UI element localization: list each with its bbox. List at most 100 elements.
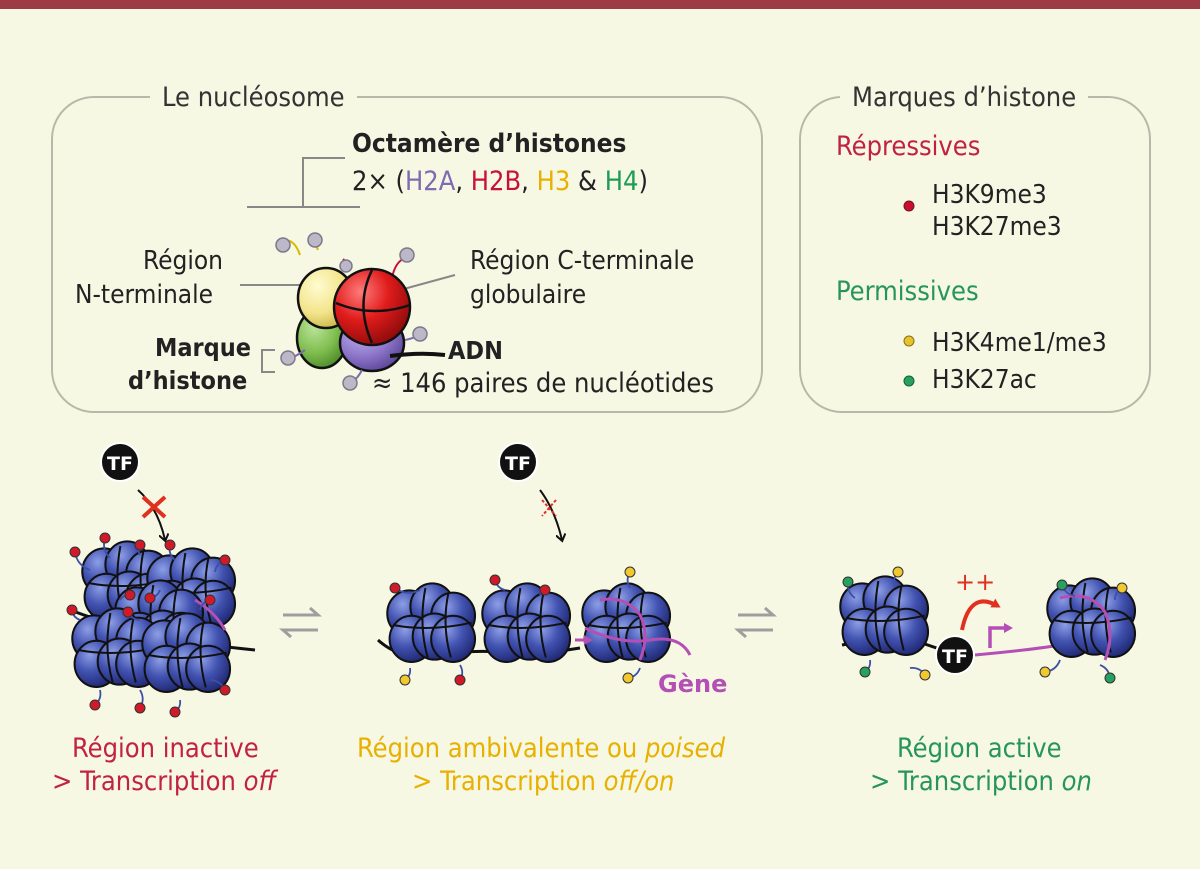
repressive-mark-dot [903,200,915,212]
repressive-mark-inactive-10 [124,589,136,601]
ampersand: & [570,166,605,197]
gene-label: Gène [658,670,727,698]
tf-badge-poised: TF [498,442,538,482]
permissive-mark-dot-green [903,375,915,387]
octamer-composition: 2× (H2A, H2B, H3 & H4) [352,168,648,195]
c-terminal-label-line1: Région C-terminale [470,246,695,276]
repressive-mark-poised-2 [489,574,501,586]
n-terminal-label-line2: N-terminale [75,280,213,310]
permissive-mark-active-4 [1056,579,1068,591]
repressive-mark-inactive-9 [219,684,231,696]
octamer-title: Octamère d’histones [352,129,627,159]
poised-status-prefix: > Transcription [412,766,604,797]
gene-path-poised [584,626,692,656]
permissive-mark-active-7 [1104,672,1116,684]
active-region-status: > Transcription on [870,768,1092,795]
comma-1: , [455,166,471,197]
permissive-title: Permissives [836,276,979,307]
histone-mark-label-line2: d’histone [128,366,248,395]
top-frame-bar [0,0,1200,9]
plus-plus-label: ++ [955,568,995,596]
poised-region-title: Région ambivalente ou poised [357,735,725,762]
repressive-mark-2: H3K27me3 [932,212,1062,242]
histone-mark-label-line1: Marque [155,333,252,362]
transcription-start-arrow [988,623,1013,648]
dna-length-label: ≈ 146 paires de nucléotides [372,368,714,399]
blocked-cross-inactive [141,495,167,519]
repressive-mark-inactive-5 [66,604,78,616]
permissive-mark-1: H3K4me1/me3 [932,328,1107,358]
permissive-mark-active-6 [1039,666,1051,678]
inactive-region-title: Région inactive [72,733,259,764]
poised-status-value: off/on [603,766,675,797]
permissive-mark-poised-1 [624,566,636,578]
permissive-mark-active-2 [859,666,871,678]
equilibrium-arrow-1 [279,606,322,639]
repressive-mark-inactive-0 [69,546,81,558]
repressive-mark-poised-3 [539,584,551,596]
repressive-mark-inactive-1 [99,532,111,544]
nucleosome-poised-2 [581,582,672,663]
close-paren: ) [638,166,648,197]
repressive-mark-inactive-11 [144,592,156,604]
c-terminal-label-line2: globulaire [470,280,587,310]
permissive-mark-poised-2 [622,672,634,684]
permissive-mark-dot-yellow [903,335,915,347]
nucleosome-poised-0 [386,582,477,663]
repressive-mark-inactive-7 [134,702,146,714]
active-status-value: on [1061,766,1092,797]
poised-region-scene [376,566,692,686]
permissive-mark-active-0 [842,576,854,588]
mark-bracket [261,349,275,373]
comma-2: , [521,166,537,197]
repressive-mark-inactive-4 [219,554,231,566]
repressive-mark-inactive-6 [89,699,101,711]
octamer-prefix: 2× ( [352,166,405,197]
poised-title-italic: poised [644,733,726,764]
repressive-mark-1: H3K9me3 [932,180,1047,210]
repressive-mark-inactive-3 [164,539,176,551]
gene-path-active [974,643,1061,657]
svg-text:TF: TF [942,646,968,668]
nucleosome-detail [275,232,446,391]
tf-arrow-inactive [137,489,165,540]
repressive-mark-inactive-8 [169,706,181,718]
permissive-mark-active-1 [892,566,904,578]
repressive-mark-poised-1 [454,674,466,686]
octamer-bracket [247,157,360,208]
equilibrium-arrow-2 [734,606,777,639]
repressive-title: Répressives [836,131,981,162]
permissive-mark-active-5 [1116,582,1128,594]
repressive-mark-inactive-13 [122,606,134,618]
nucleosome-panel-title: Le nucléosome [150,84,357,111]
poised-title-prefix: Région ambivalente ou [357,733,645,764]
svg-text:TF: TF [107,453,133,475]
dna-label: ADN [448,336,503,365]
blocked-cross-poised [541,499,557,517]
tf-badge-inactive: TF [100,442,140,482]
h3-label: H3 [536,166,571,197]
h2a-label: H2A [405,166,456,197]
inactive-status-prefix: > Transcription [52,766,244,797]
active-region-scene [839,566,1137,684]
permissive-mark-poised-0 [399,674,411,686]
repressive-mark-poised-0 [389,582,401,594]
permissive-mark-2: H3K27ac [932,365,1037,395]
svg-text:TF: TF [505,453,531,475]
inactive-status-value: off [243,766,277,797]
active-region-title: Région active [897,733,1062,764]
permissive-mark-active-3 [919,669,931,681]
tf-arrow-poised [539,489,562,540]
h2b-label: H2B [470,166,522,197]
active-status-prefix: > Transcription [870,766,1062,797]
poised-region-status: > Transcription off/on [412,768,674,795]
nucleosome-poised-1 [481,582,572,663]
n-terminal-label-line1: Région [143,246,223,276]
repressive-mark-inactive-12 [204,594,216,606]
h4-label: H4 [604,166,639,197]
activation-arrow [960,598,1001,631]
nucleosome-inactive-4 [141,612,232,693]
histone-marks-panel-title: Marques d’histone [840,84,1089,111]
tf-badge-active: TF [935,635,975,675]
